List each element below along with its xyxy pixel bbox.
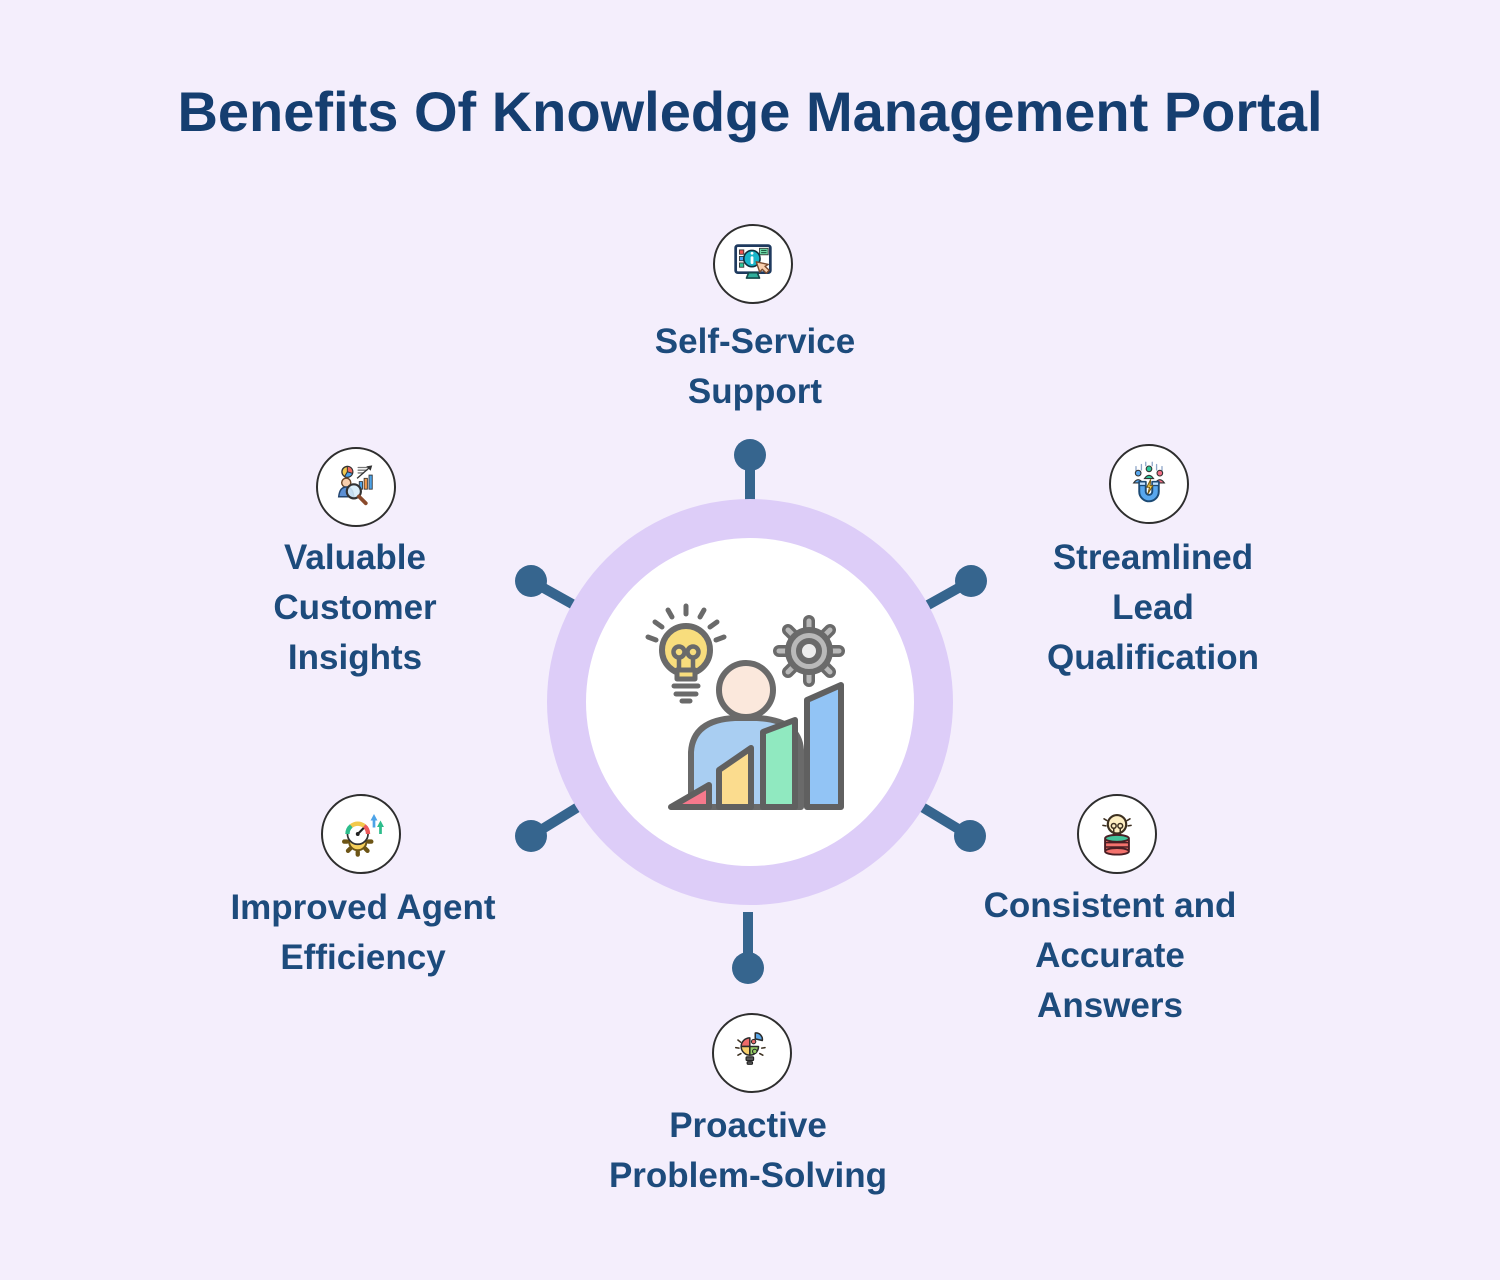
benefit-label-proactive-problem-solving: Proactive Problem-Solving bbox=[608, 1106, 888, 1195]
connector-lower-left bbox=[515, 799, 586, 852]
benefit-label-consistent-accurate-answers: Consistent and Accurate Answers bbox=[983, 886, 1237, 1025]
benefit-label-valuable-customer-insights: Valuable Customer Insights bbox=[273, 538, 437, 677]
lead-person-green bbox=[1143, 465, 1155, 480]
idea-bulb-icon bbox=[645, 603, 727, 704]
connector-lower-right bbox=[914, 799, 986, 852]
benefit-icon-improved-agent-efficiency bbox=[321, 794, 401, 874]
page-title: Benefits Of Knowledge Management Portal bbox=[177, 80, 1323, 143]
benefit-icon-consistent-accurate-answers bbox=[1077, 794, 1157, 874]
benefit-icon-streamlined-lead-qualification bbox=[1109, 444, 1189, 524]
bulb-rays bbox=[645, 603, 727, 643]
bulb-knowledge-stack-icon bbox=[1102, 813, 1132, 856]
gauge-gear-arrows-icon bbox=[342, 813, 384, 857]
benefit-label-self-service-support: Self-Service Support bbox=[654, 322, 856, 411]
benefit-label-improved-agent-efficiency: Improved Agent Efficiency bbox=[230, 888, 496, 977]
benefit-icon-proactive-problem-solving bbox=[712, 1013, 792, 1093]
magnet-leads-icon bbox=[1132, 461, 1166, 503]
person-magnifier-analytics-icon bbox=[337, 465, 373, 506]
connector-upper-right bbox=[916, 565, 987, 615]
monitor-info-hand-icon bbox=[734, 244, 772, 279]
puzzle-bulb-icon bbox=[734, 1032, 766, 1065]
benefit-label-streamlined-lead-qualification: Streamlined Lead Qualification bbox=[1047, 538, 1259, 677]
connector-bottom bbox=[732, 912, 764, 984]
central-illustration bbox=[645, 603, 845, 810]
growth-bars bbox=[668, 682, 844, 810]
benefit-icon-self-service-support bbox=[713, 224, 793, 304]
gear-icon bbox=[773, 615, 845, 687]
benefit-icon-valuable-customer-insights bbox=[316, 447, 396, 527]
